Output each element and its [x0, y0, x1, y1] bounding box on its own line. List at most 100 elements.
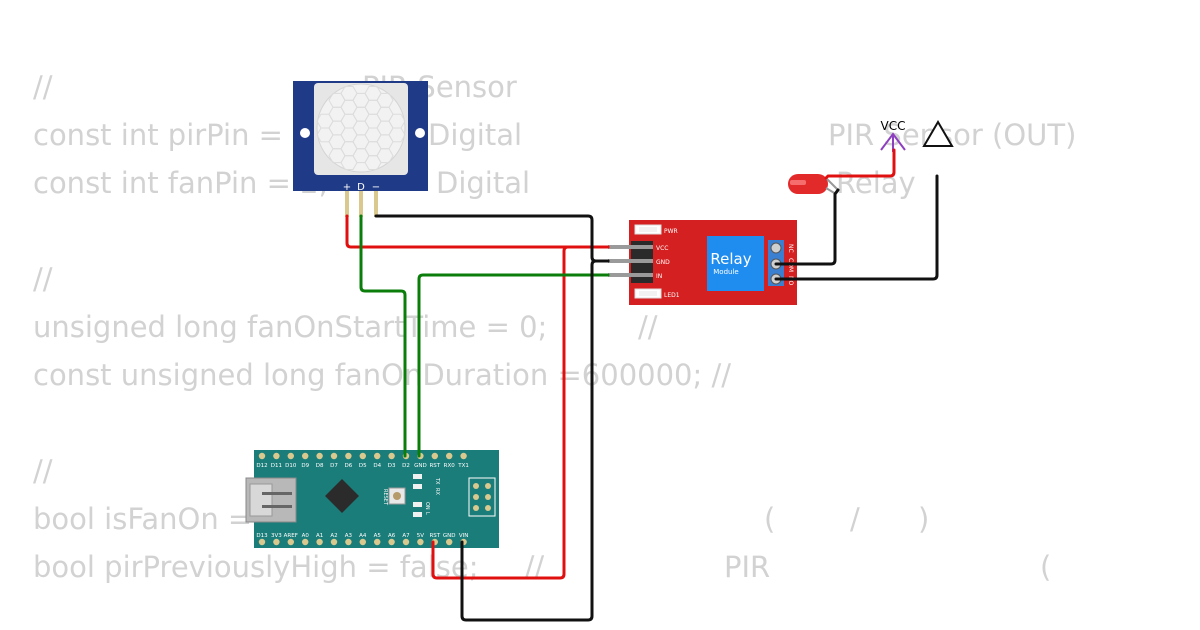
code-fragment: Digital — [436, 166, 531, 200]
relay-pin-gnd[interactable] — [608, 259, 653, 263]
code-fragment: Digital — [428, 118, 523, 152]
wire-relay-no-ground[interactable] — [774, 174, 939, 281]
nano-pin-label: D6 — [345, 463, 353, 469]
wire-nano-5v-relay-vcc[interactable] — [431, 245, 610, 580]
code-fragment: Relay — [836, 166, 916, 200]
led-label-on: ON — [424, 502, 430, 510]
code-fragment: PIR — [724, 550, 771, 584]
nano-pin-gnd[interactable] — [446, 538, 453, 546]
nano-pin-label: AREF — [284, 533, 298, 539]
pir-fresnel-pattern — [316, 86, 406, 170]
nano-pin-label: D13 — [256, 533, 268, 539]
nano-pin-label: RST — [429, 463, 440, 469]
nano-pin-a4[interactable] — [359, 538, 366, 546]
nano-pin-d13[interactable] — [258, 538, 266, 546]
nano-pin-a5[interactable] — [374, 538, 381, 546]
pir-pin-gnd[interactable] — [374, 191, 378, 217]
wire-led-vcc[interactable] — [824, 148, 896, 180]
led-highlight — [790, 180, 806, 185]
nano-pin-a3[interactable] — [345, 538, 352, 546]
pir-sensor[interactable]: + D − — [293, 81, 428, 217]
nano-pin-label: GND — [443, 533, 456, 539]
nano-pin-label: 3V3 — [271, 533, 282, 539]
nano-pin-3v3[interactable] — [273, 538, 280, 546]
terminal-label-no: NO — [787, 276, 794, 285]
nano-pin-d4[interactable] — [374, 452, 381, 460]
wire-relay-com-led[interactable] — [774, 188, 840, 266]
usb-slot — [262, 505, 292, 508]
code-line: unsigned long fanOnStartTime = 0; — [33, 310, 548, 344]
code-fragment: ( — [764, 502, 776, 536]
nano-pin-a2[interactable] — [330, 538, 338, 546]
nano-pin-label: A7 — [402, 533, 410, 539]
nano-pin-a0[interactable] — [302, 538, 309, 546]
wire-relay-in-nano-d2[interactable] — [417, 273, 610, 458]
led-rx — [413, 484, 422, 489]
pir-pin-vcc[interactable] — [345, 191, 349, 217]
led-lead — [825, 177, 839, 191]
nano-pin-a7[interactable] — [402, 538, 410, 546]
nano-pin-5v[interactable] — [417, 538, 424, 546]
icsp-pin — [473, 483, 479, 489]
wire-nano-gnd-relay-gnd[interactable] — [460, 259, 610, 622]
nano-pin-aref[interactable] — [287, 538, 294, 546]
nano-pin-a6[interactable] — [388, 538, 395, 546]
nano-pin-label: D4 — [373, 463, 381, 469]
relay-label-gnd: GND — [656, 259, 670, 266]
nano-pin-label: A4 — [359, 533, 367, 539]
pir-pin-label-minus: − — [372, 182, 380, 193]
nano-pin-label: D10 — [285, 463, 297, 469]
ground-symbol — [922, 120, 954, 147]
nano-pin-label: D9 — [301, 463, 309, 469]
nano-pin-d3[interactable] — [388, 452, 395, 460]
nano-pin-d9[interactable] — [302, 452, 309, 460]
relay-pin-vcc[interactable] — [608, 245, 653, 249]
nano-pin-label: D5 — [359, 463, 367, 469]
relay-module[interactable]: Relay Module VCC GND IN PWR LED1 NC COM … — [608, 220, 797, 305]
led-body — [788, 174, 828, 194]
terminal-label-nc: NC — [787, 244, 794, 253]
nano-pin-label: VIN — [459, 533, 469, 539]
wire-pir-vcc-relay-vcc[interactable] — [345, 214, 610, 249]
nano-pin-d6[interactable] — [345, 452, 352, 460]
code-fragment: / — [850, 502, 860, 536]
relay-pwr-led-lens — [639, 227, 657, 232]
nano-pin-label: D3 — [388, 463, 396, 469]
terminal-nc-screw[interactable] — [770, 242, 782, 254]
pir-pin-out[interactable] — [359, 191, 363, 217]
code-line: // — [33, 70, 53, 104]
led-l — [413, 512, 422, 517]
code-line: const unsigned long fanOnDuration =60000… — [33, 358, 732, 392]
nano-pin-d10[interactable] — [287, 452, 294, 460]
code-fragment: ) — [918, 502, 930, 536]
nano-pin-label: A5 — [374, 533, 382, 539]
icsp-pins — [473, 483, 491, 511]
pir-pin-label-plus: + — [343, 182, 351, 193]
nano-pin-label: RST — [429, 533, 440, 539]
wire-pir-gnd-relay-gnd[interactable] — [374, 214, 610, 263]
usb-slot — [262, 492, 292, 495]
nano-pin-d12[interactable] — [258, 452, 266, 460]
relay-subtitle: Module — [713, 268, 738, 276]
led-on — [413, 502, 422, 507]
wire-pir-out-nano-d3[interactable] — [359, 214, 407, 458]
nano-pin-d11[interactable] — [273, 452, 280, 460]
nano-pin-rst[interactable] — [431, 452, 438, 460]
nano-pin-d7[interactable] — [330, 452, 338, 460]
nano-pin-d8[interactable] — [316, 452, 323, 460]
nano-pin-a1[interactable] — [316, 538, 323, 546]
icsp-pin — [485, 483, 491, 489]
code-line: const int pirPin = — [33, 118, 283, 152]
fresnel-cell — [376, 148, 394, 164]
wires — [345, 148, 939, 622]
nano-pin-tx1[interactable] — [460, 452, 467, 460]
nano-pin-label: GND — [414, 463, 427, 469]
nano-pin-rx0[interactable] — [446, 452, 453, 460]
code-line: // — [33, 454, 53, 488]
icsp-pin — [485, 505, 491, 511]
relay-pin-in[interactable] — [608, 273, 653, 277]
nano-pin-d5[interactable] — [359, 452, 366, 460]
